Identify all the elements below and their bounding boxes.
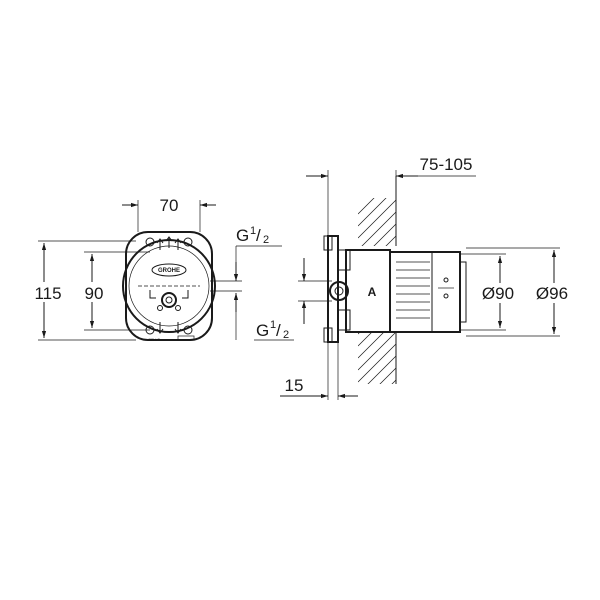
front-view: GROHE GR-LF 70 115 90 [28, 196, 294, 342]
inlet-bottom-numerator: 1 [270, 319, 276, 331]
mount-hole-bottom-right [183, 325, 193, 335]
svg-text:/: / [256, 226, 261, 245]
depth-range-dimension: 75-105 [420, 155, 473, 174]
down-arrow-icon [156, 322, 164, 334]
up-arrow-icon [174, 238, 182, 250]
diameter-inner-dimension: Ø90 [482, 284, 514, 303]
cartridge-body [389, 251, 461, 333]
inlet-bottom-denominator: 2 [283, 329, 289, 341]
mounting-plate [327, 235, 339, 343]
front-plate-outline [125, 231, 213, 341]
bottom-left-mark: GR-LF [148, 337, 161, 342]
svg-text:/: / [276, 321, 281, 340]
side-view: A 75-105 [280, 155, 578, 400]
inner-height-dimension: 90 [85, 284, 104, 303]
cartridge-fins [396, 261, 430, 319]
inlet-top-label: G [236, 226, 249, 245]
body-letter: A [368, 285, 377, 299]
inlet-bottom-label: G [256, 321, 269, 340]
bracket-icon [149, 290, 189, 299]
up-arrow-icon [165, 236, 173, 248]
center-valve-port [161, 292, 177, 308]
brand-badge [151, 263, 187, 277]
width-dimension: 70 [160, 196, 179, 215]
up-arrow-icon [156, 238, 164, 250]
side-inlet-fitting [329, 281, 349, 301]
mount-hole-top-left [145, 237, 155, 247]
outer-height-dimension: 115 [34, 284, 61, 303]
inlet-top-numerator: 1 [250, 225, 256, 237]
inlet-top-denominator: 2 [263, 234, 269, 246]
bottom-right-label-box [177, 335, 195, 341]
diameter-outer-dimension: Ø96 [536, 284, 568, 303]
flange-dimension: 15 [285, 376, 304, 395]
mount-hole-top-right [183, 237, 193, 247]
brand-logo-text: GROHE [158, 268, 180, 274]
down-arrow-icon [174, 322, 182, 334]
